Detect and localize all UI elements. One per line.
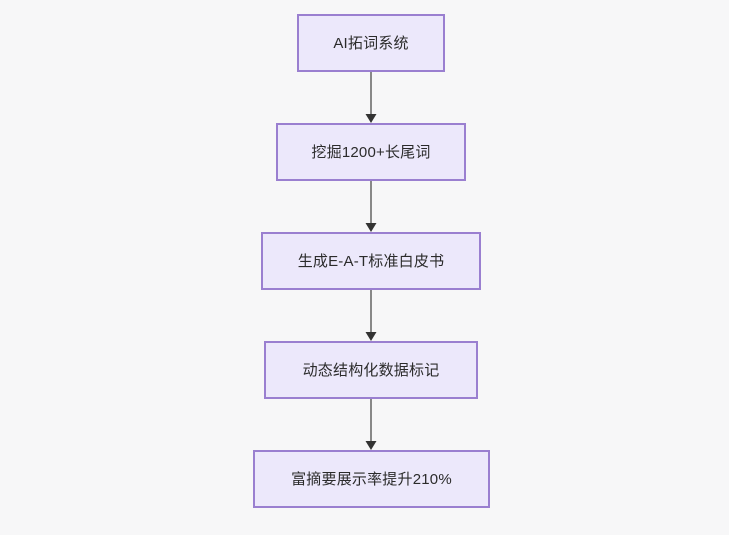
flow-node-label: 富摘要展示率提升210% xyxy=(291,470,452,488)
flow-node-n3[interactable]: 生成E-A-T标准白皮书 xyxy=(261,232,481,290)
flow-node-n2[interactable]: 挖掘1200+长尾词 xyxy=(276,123,466,181)
flow-node-n1[interactable]: AI拓词系统 xyxy=(297,14,445,72)
flow-edge-n4-to-n5 xyxy=(362,399,380,450)
flow-node-n4[interactable]: 动态结构化数据标记 xyxy=(264,341,478,399)
flow-node-n5[interactable]: 富摘要展示率提升210% xyxy=(253,450,490,508)
flow-node-label: AI拓词系统 xyxy=(333,34,409,52)
flow-node-label: 生成E-A-T标准白皮书 xyxy=(297,252,445,270)
flow-node-label: 挖掘1200+长尾词 xyxy=(311,143,431,161)
flow-edge-n2-to-n3 xyxy=(362,181,380,232)
flow-node-label: 动态结构化数据标记 xyxy=(302,361,440,379)
flow-edge-n1-to-n2 xyxy=(362,72,380,123)
flow-edge-n3-to-n4 xyxy=(362,290,380,341)
